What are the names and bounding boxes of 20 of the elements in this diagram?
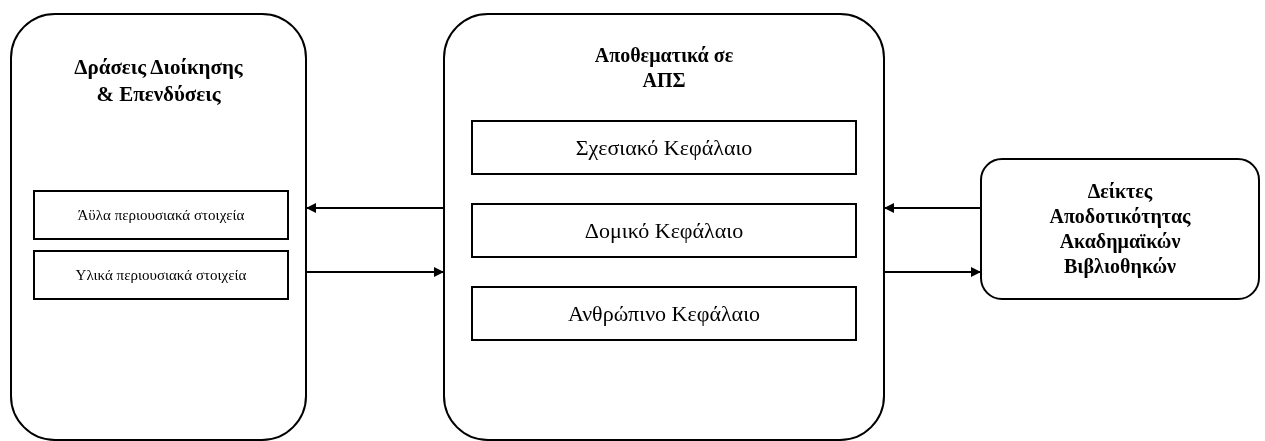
item-box [33, 250, 289, 300]
item-label: Υλικά περιουσιακά στοιχεία [75, 265, 247, 285]
item-label: Σχεσιακό Κεφάλαιο [575, 133, 753, 162]
arrow [884, 267, 981, 277]
item-label: Άϋλα περιουσιακά στοιχεία [77, 205, 245, 225]
arrow [884, 203, 981, 213]
heading-text: Δράσεις Διοίκησης & Επενδύσεις [73, 54, 244, 109]
rounded-group-box [10, 13, 307, 441]
heading-text: Δείκτες Αποδοτικότητας Ακαδημαϊκών Βιβλιοθηκών [1048, 179, 1192, 279]
heading-text: Αποθεματικά σε ΑΠΣ [593, 43, 735, 93]
item-label: Δομικό Κεφάλαιο [584, 216, 744, 245]
arrow [306, 267, 444, 277]
item-box [471, 203, 857, 258]
rounded-group-box [980, 158, 1260, 300]
item-box [471, 120, 857, 175]
item-box [33, 190, 289, 240]
item-label: Ανθρώπινο Κεφάλαιο [567, 299, 761, 328]
arrow [306, 203, 444, 213]
item-box [471, 286, 857, 341]
rounded-group-box [443, 13, 885, 441]
